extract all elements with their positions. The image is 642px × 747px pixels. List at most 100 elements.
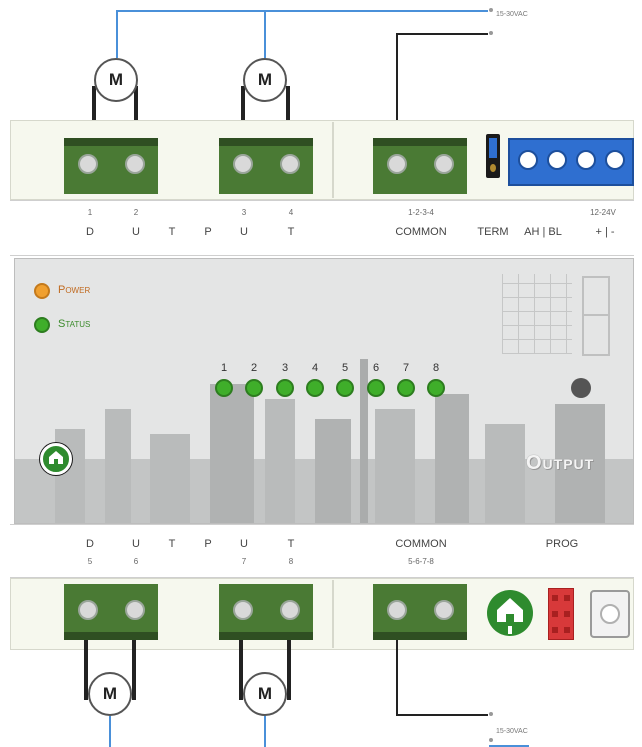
termination-jumper[interactable] — [486, 134, 500, 178]
skyline-building — [150, 434, 190, 523]
power-led — [34, 283, 50, 299]
label-u: U — [240, 226, 248, 238]
label-d: D — [86, 226, 94, 238]
power-label: Power — [58, 284, 91, 296]
connector-pin — [564, 627, 570, 633]
screw-terminal[interactable] — [387, 154, 407, 174]
screw-terminal[interactable] — [576, 150, 596, 170]
label-t: T — [168, 226, 176, 238]
label-p: P — [204, 538, 212, 550]
label-p: P — [204, 226, 212, 238]
motor1-feed-wire — [116, 10, 118, 58]
channel-number-5: 5 — [87, 557, 93, 566]
screw-terminal[interactable] — [125, 154, 145, 174]
motor2-lead-right — [286, 86, 290, 144]
label-u: U — [240, 538, 248, 550]
jumper-cap — [489, 138, 497, 158]
prog-label: PROG — [545, 538, 579, 550]
bottom-supply-terminal-mark — [489, 712, 493, 716]
voltage-label: 12-24V — [590, 208, 616, 217]
motor4-feed-wire — [264, 716, 266, 747]
channel-number-7: 7 — [241, 557, 247, 566]
output-led-2 — [245, 379, 263, 397]
output-led-7 — [397, 379, 415, 397]
address-dip-switch-diagram — [502, 274, 612, 360]
screw-terminal[interactable] — [125, 600, 145, 620]
skyline-building — [435, 394, 469, 523]
motor-1: M — [94, 58, 138, 102]
screw-terminal[interactable] — [233, 154, 253, 174]
dip-grid — [502, 274, 572, 354]
screw-terminal[interactable] — [434, 154, 454, 174]
common-numbers-top: 1-2-3-4 — [408, 208, 434, 217]
skyline-building — [105, 409, 131, 523]
screw-terminal[interactable] — [518, 150, 538, 170]
output-led-5 — [336, 379, 354, 397]
jumper-pin — [490, 164, 496, 172]
motor2-lead-left — [241, 86, 245, 144]
top-supply-terminal-mark — [489, 8, 493, 12]
screw-terminal[interactable] — [605, 150, 625, 170]
channel-number-1: 1 — [87, 208, 93, 217]
prog-push-button[interactable] — [590, 590, 630, 638]
bottom-supply-label: 15-30VAC — [496, 728, 528, 735]
connector-pin — [564, 611, 570, 617]
screw-terminal[interactable] — [280, 154, 300, 174]
connector-pin — [552, 595, 558, 601]
panel-title: Output — [526, 452, 595, 474]
label-t: T — [287, 226, 295, 238]
bottom-common-wire-h — [396, 714, 488, 716]
motor3-lead-right — [132, 640, 136, 700]
status-label: Status — [58, 318, 91, 330]
output-led-number: 2 — [250, 362, 258, 374]
label-d: D — [86, 538, 94, 550]
motor2-feed-wire — [264, 10, 266, 58]
motor-4: M — [243, 672, 287, 716]
top-strip-divider — [332, 122, 334, 198]
top-label-row — [10, 200, 634, 256]
status-led — [34, 317, 50, 333]
push-button-cap — [600, 604, 620, 624]
channel-number-4: 4 — [288, 208, 294, 217]
screw-terminal[interactable] — [233, 600, 253, 620]
output-led-number: 6 — [372, 362, 380, 374]
screw-terminal[interactable] — [387, 600, 407, 620]
ah-bl-label: AH | BL — [524, 226, 562, 238]
bottom-strip-divider — [332, 580, 334, 648]
motor1-lead-left — [92, 86, 96, 144]
output-led-6 — [367, 379, 385, 397]
channel-number-2: 2 — [133, 208, 139, 217]
screw-terminal[interactable] — [434, 600, 454, 620]
prog-button-led[interactable] — [571, 378, 591, 398]
screw-terminal[interactable] — [547, 150, 567, 170]
common-label-top: COMMON — [395, 226, 447, 238]
top-common-wire-v — [396, 33, 398, 143]
channel-number-8: 8 — [288, 557, 294, 566]
skyline-building — [555, 404, 605, 523]
prog-connector-red[interactable] — [548, 588, 574, 640]
skyline-building — [210, 384, 254, 523]
connector-pin — [564, 595, 570, 601]
output-led-number: 1 — [220, 362, 228, 374]
motor3-feed-wire — [109, 716, 111, 747]
skyline-building — [375, 409, 415, 523]
label-t: T — [287, 538, 295, 550]
term-label: TERM — [477, 226, 509, 238]
dip-switch-divider — [582, 314, 610, 316]
bottom-supply-wire-blue — [489, 745, 529, 747]
top-supply-wire-blue-ext — [266, 10, 488, 12]
output-led-1 — [215, 379, 233, 397]
output-led-number: 7 — [402, 362, 410, 374]
output-led-4 — [306, 379, 324, 397]
top-supply-wire-blue — [116, 10, 266, 12]
label-t: T — [168, 538, 176, 550]
skyline-building — [315, 419, 351, 523]
screw-terminal[interactable] — [280, 600, 300, 620]
skyline-spire — [360, 359, 368, 523]
output-led-number: 8 — [432, 362, 440, 374]
common-label-bottom: COMMON — [395, 538, 447, 550]
output-led-number: 4 — [311, 362, 319, 374]
screw-terminal[interactable] — [78, 600, 98, 620]
screw-terminal[interactable] — [78, 154, 98, 174]
top-common-wire-h — [396, 33, 488, 35]
